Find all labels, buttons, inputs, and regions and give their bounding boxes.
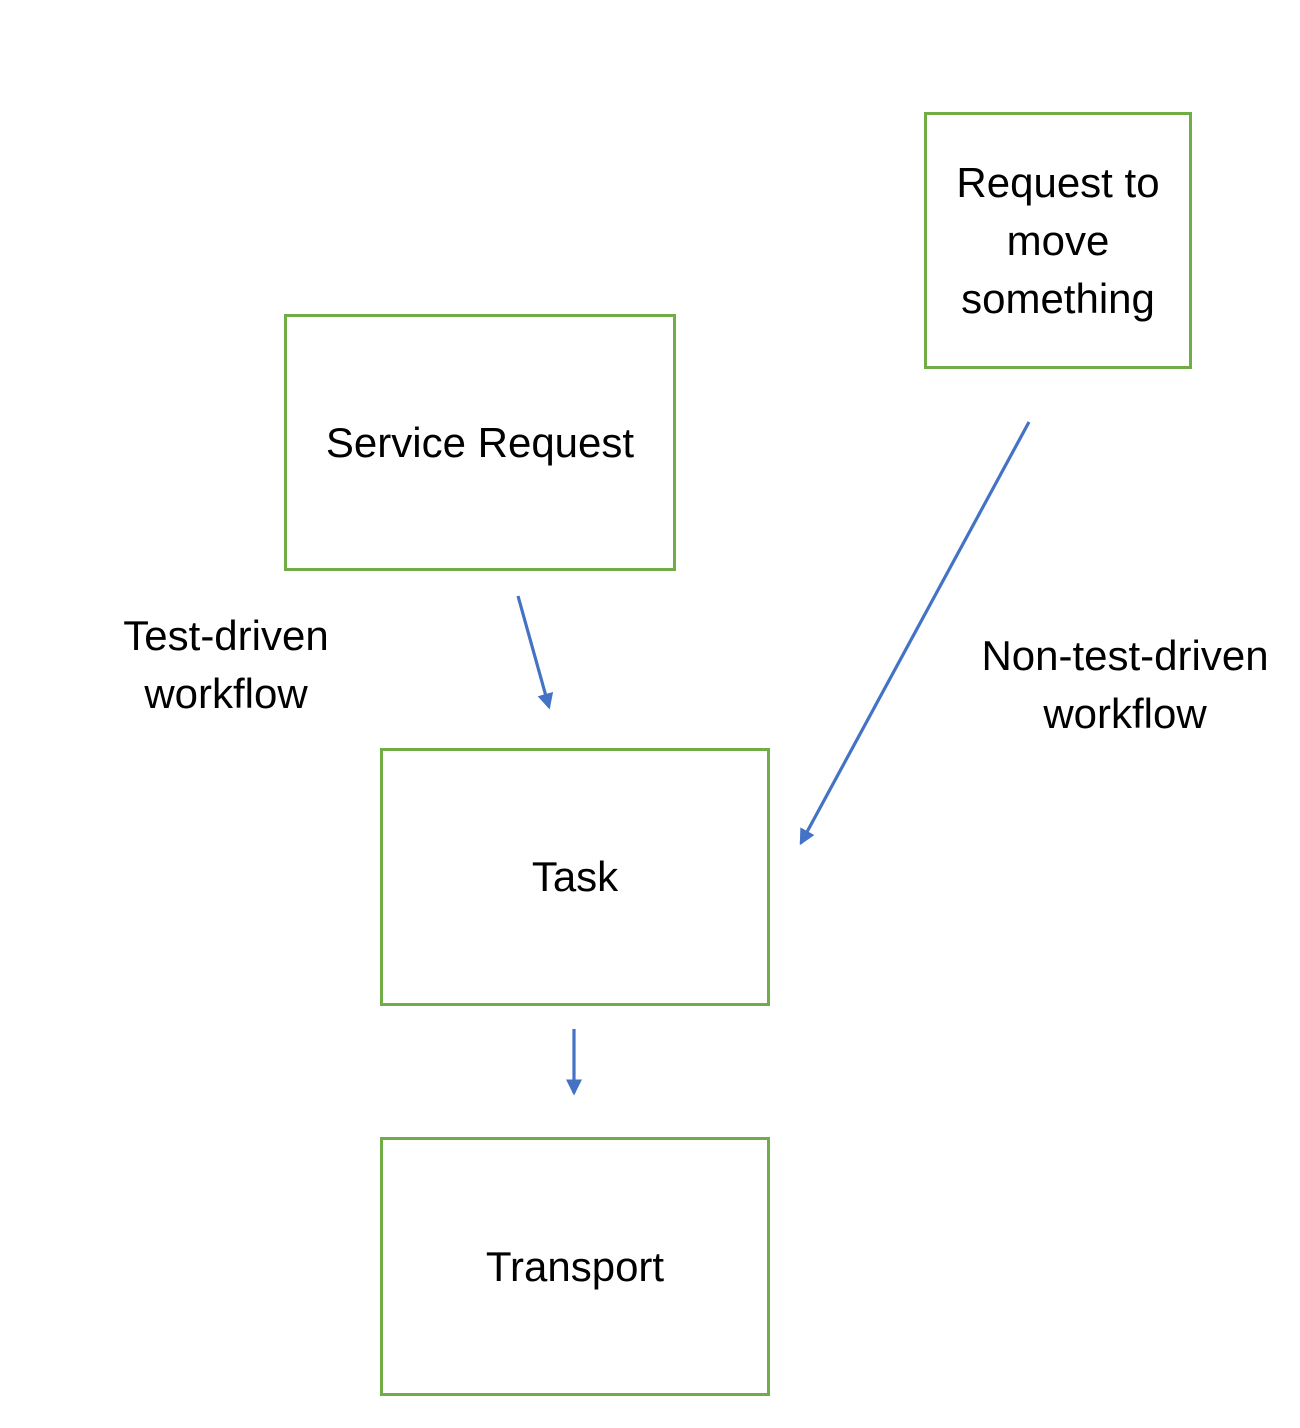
node-label-request-to-move-something: Request to move something [956, 158, 1160, 322]
annotation-non-test-driven-workflow: Non-test-driven workflow [981, 632, 1269, 737]
node-label-transport: Transport [485, 1242, 665, 1290]
node-transport[interactable]: Transport [380, 1137, 770, 1396]
node-task[interactable]: Task [380, 748, 770, 1006]
node-label-task: Task [531, 853, 619, 900]
edge-service-request-to-task [516, 595, 554, 710]
annotation-test-driven-workflow: Test-driven workflow [123, 612, 329, 717]
node-service-request[interactable]: Service Request [284, 314, 676, 571]
node-request-to-move-something[interactable]: Request to move something [924, 112, 1192, 369]
node-label-service-request: Service Request [325, 418, 635, 466]
